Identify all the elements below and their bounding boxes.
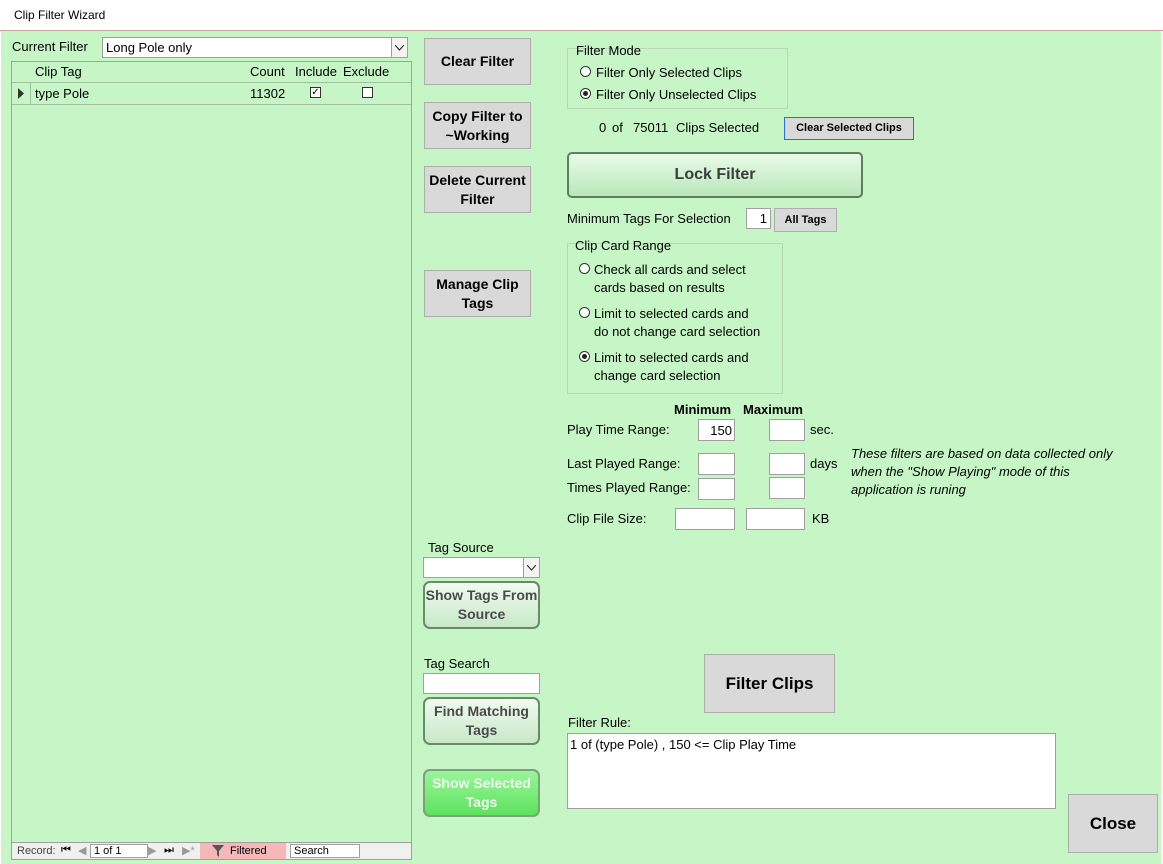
card-range-option-1-line1: Check all cards and select <box>594 262 746 277</box>
show-tags-from-source-button[interactable]: Show Tags From Source <box>423 581 540 629</box>
table-row[interactable]: type Pole 11302 ✓ <box>12 82 411 105</box>
filtered-badge[interactable]: Filtered <box>200 843 286 859</box>
last-played-label: Last Played Range: <box>567 456 681 471</box>
tag-table: Clip Tag Count Include Exclude type Pole… <box>11 61 412 843</box>
current-filter-label: Current Filter <box>12 39 88 54</box>
current-filter-value: Long Pole only <box>106 40 193 55</box>
clip-card-range-group <box>567 243 783 394</box>
filter-mode-radio-selected[interactable] <box>580 66 591 77</box>
record-navigation: Record: ⏮ ◀ 1 of 1 ▶ ⏭ ▶* Filtered Searc… <box>11 842 412 860</box>
next-record-icon[interactable]: ▶ <box>148 845 157 857</box>
filter-mode-legend: Filter Mode <box>576 43 642 58</box>
card-range-radio-limit-change[interactable] <box>579 351 590 362</box>
column-header-exclude: Exclude <box>343 64 390 79</box>
delete-filter-button[interactable]: Delete Current Filter <box>424 166 531 213</box>
record-search-input[interactable]: Search <box>290 844 360 858</box>
card-range-option-1-line2: cards based on results <box>594 280 725 295</box>
times-played-min-input[interactable] <box>698 478 735 500</box>
selected-count: 0 <box>599 120 607 135</box>
filter-clips-button[interactable]: Filter Clips <box>704 654 835 713</box>
find-matching-tags-button[interactable]: Find Matching Tags <box>423 697 540 745</box>
record-label: Record: <box>17 845 56 857</box>
total-clips: 75011 <box>633 120 669 135</box>
play-time-min-input[interactable]: 150 <box>698 419 735 441</box>
count-cell: 11302 <box>250 86 286 101</box>
exclude-checkbox[interactable] <box>362 87 373 98</box>
play-time-label: Play Time Range: <box>567 422 670 437</box>
tag-source-combo[interactable] <box>423 557 540 578</box>
selected-of: of <box>612 120 623 135</box>
chevron-down-icon[interactable] <box>523 558 539 577</box>
all-tags-button[interactable]: All Tags <box>774 208 837 232</box>
title-bar: Clip Filter Wizard <box>0 0 1163 31</box>
filter-mode-radio-unselected[interactable] <box>580 88 591 99</box>
funnel-icon <box>212 845 224 857</box>
play-time-unit: sec. <box>810 422 834 437</box>
tag-search-label: Tag Search <box>424 656 490 671</box>
record-position[interactable]: 1 of 1 <box>90 844 148 858</box>
times-played-max-input[interactable] <box>769 477 805 499</box>
include-checkbox[interactable]: ✓ <box>310 87 321 98</box>
filter-rule-label: Filter Rule: <box>568 715 631 730</box>
file-size-label: Clip File Size: <box>567 511 647 526</box>
filter-mode-group <box>567 48 788 109</box>
min-tags-input[interactable]: 1 <box>746 208 771 229</box>
filter-rule-text[interactable]: 1 of (type Pole) , 150 <= Clip Play Time <box>567 733 1056 809</box>
last-played-max-input[interactable] <box>769 453 805 475</box>
clips-selected-label: Clips Selected <box>676 120 760 135</box>
last-played-min-input[interactable] <box>698 453 735 475</box>
clear-filter-button[interactable]: Clear Filter <box>424 38 531 85</box>
column-header-include: Include <box>295 64 337 79</box>
close-button[interactable]: Close <box>1068 794 1158 853</box>
filter-mode-option-selected: Filter Only Selected Clips <box>596 65 742 80</box>
tag-search-input[interactable] <box>423 673 540 694</box>
min-tags-label: Minimum Tags For Selection <box>567 211 731 226</box>
manage-clip-tags-button[interactable]: Manage Clip Tags <box>424 270 531 317</box>
file-size-unit: KB <box>812 511 830 526</box>
filter-mode-option-unselected: Filter Only Unselected Clips <box>596 87 757 102</box>
card-range-option-2-line2: do not change card selection <box>594 324 761 339</box>
tag-name-cell: type Pole <box>35 86 90 101</box>
filter-note-line2: when the "Show Playing" mode of this <box>851 464 1070 479</box>
file-size-max-input[interactable] <box>746 508 805 530</box>
clear-selected-clips-button[interactable]: Clear Selected Clips <box>784 117 914 140</box>
column-header-count: Count <box>250 64 285 79</box>
prev-record-icon[interactable]: ◀ <box>78 845 87 857</box>
chevron-down-icon[interactable] <box>391 38 407 57</box>
lock-filter-button[interactable]: Lock Filter <box>567 152 863 198</box>
maximum-header: Maximum <box>743 402 803 417</box>
times-played-label: Times Played Range: <box>567 480 691 495</box>
card-range-option-3-line2: change card selection <box>594 368 721 383</box>
current-filter-combo[interactable]: Long Pole only <box>102 37 408 58</box>
card-range-radio-check-all[interactable] <box>579 263 590 274</box>
first-record-icon[interactable]: ⏮ <box>61 844 71 856</box>
column-header-clip-tag: Clip Tag <box>35 64 82 79</box>
clip-card-range-legend: Clip Card Range <box>575 238 672 253</box>
file-size-min-input[interactable] <box>675 508 735 530</box>
tag-source-label: Tag Source <box>428 540 494 555</box>
card-range-option-2-line1: Limit to selected cards and <box>594 306 749 321</box>
minimum-header: Minimum <box>674 402 732 417</box>
window-title: Clip Filter Wizard <box>14 8 106 22</box>
show-selected-tags-button[interactable]: Show Selected Tags <box>423 769 540 817</box>
record-selector[interactable] <box>12 83 31 104</box>
copy-filter-button[interactable]: Copy Filter to ~Working <box>424 102 531 149</box>
new-record-icon[interactable]: ▶* <box>182 845 195 857</box>
last-record-icon[interactable]: ⏭ <box>164 844 174 856</box>
filter-note-line3: application is runing <box>851 482 966 497</box>
play-time-max-input[interactable] <box>769 419 805 441</box>
card-range-radio-limit-no-change[interactable] <box>579 307 590 318</box>
filter-note-line1: These filters are based on data collecte… <box>851 446 1113 461</box>
last-played-unit: days <box>810 456 838 471</box>
card-range-option-3-line1: Limit to selected cards and <box>594 350 749 365</box>
